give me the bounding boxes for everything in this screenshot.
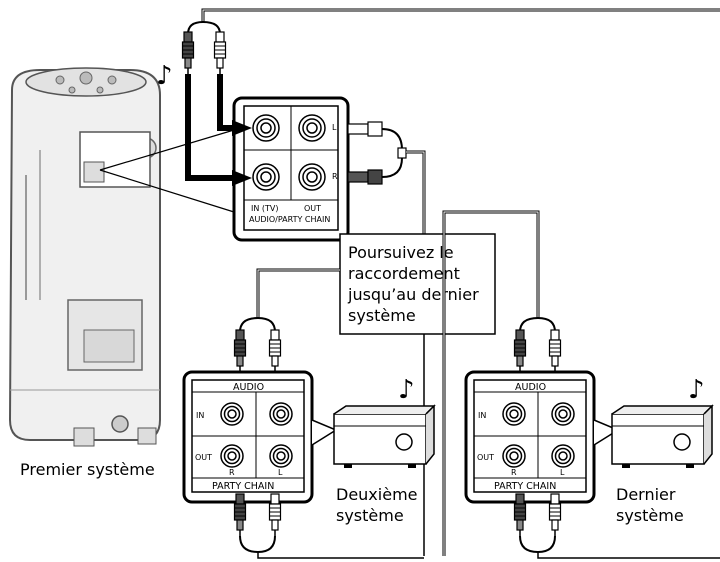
jack-in-r [502, 402, 526, 426]
label-audio: AUDIO [233, 382, 264, 393]
label-l: L [332, 123, 337, 132]
music-note-3: ♪ [688, 375, 705, 405]
dernier-label-2: système [616, 506, 684, 525]
label-party-chain: PARTY CHAIN [212, 481, 274, 492]
label-r: R [332, 172, 338, 181]
deuxieme-label-2: système [336, 506, 404, 525]
label-out: OUT [477, 453, 494, 462]
jack-in-l [551, 402, 575, 426]
label-out: OUT [195, 453, 212, 462]
label-audio-party-chain: AUDIO/PARTY CHAIN [249, 215, 330, 224]
music-note-2: ♪ [398, 375, 415, 405]
label-l: L [560, 468, 565, 477]
label-r: R [511, 468, 517, 477]
second-system: AUDIO IN OUT R L PARTY CHAIN [182, 316, 435, 559]
jack-out-r [502, 444, 526, 468]
callout-line-1: Poursuivez le [348, 243, 454, 262]
last-system: AUDIO IN OUT R L PARTY CHAIN [464, 316, 720, 559]
label-in: IN [478, 411, 486, 420]
jack-out-r [298, 163, 326, 191]
callout-line-4: système [348, 306, 416, 325]
label-in-tv: IN (TV) [251, 204, 279, 213]
jack-out-r [220, 444, 244, 468]
main-panel: L R IN (TV) OUT AUDIO/PARTY CHAIN [232, 96, 350, 242]
deuxieme-label-1: Deuxième [336, 485, 418, 504]
jack-out-l [551, 444, 575, 468]
jack-in-l [252, 114, 280, 142]
label-out: OUT [304, 204, 321, 213]
premier-systeme-label: Premier système [20, 460, 155, 479]
callout-line-3: jusqu’au dernier [347, 285, 479, 304]
jack-in-r [252, 163, 280, 191]
dernier-label-1: Dernier [616, 485, 676, 504]
label-l: L [278, 468, 283, 477]
label-party-chain: PARTY CHAIN [494, 481, 556, 492]
speaker-illustration [8, 67, 161, 447]
label-r: R [229, 468, 235, 477]
label-audio: AUDIO [515, 382, 546, 393]
tv-cable [181, 8, 720, 186]
callout-box: Poursuivez le raccordement jusqu’au dern… [339, 233, 496, 335]
jack-out-l [269, 444, 293, 468]
jack-in-l [269, 402, 293, 426]
jack-in-r [220, 402, 244, 426]
music-note-1: ♪ [156, 61, 173, 91]
out-cable [347, 121, 426, 234]
label-in: IN [196, 411, 204, 420]
jack-out-l [298, 114, 326, 142]
callout-line-2: raccordement [348, 264, 460, 283]
